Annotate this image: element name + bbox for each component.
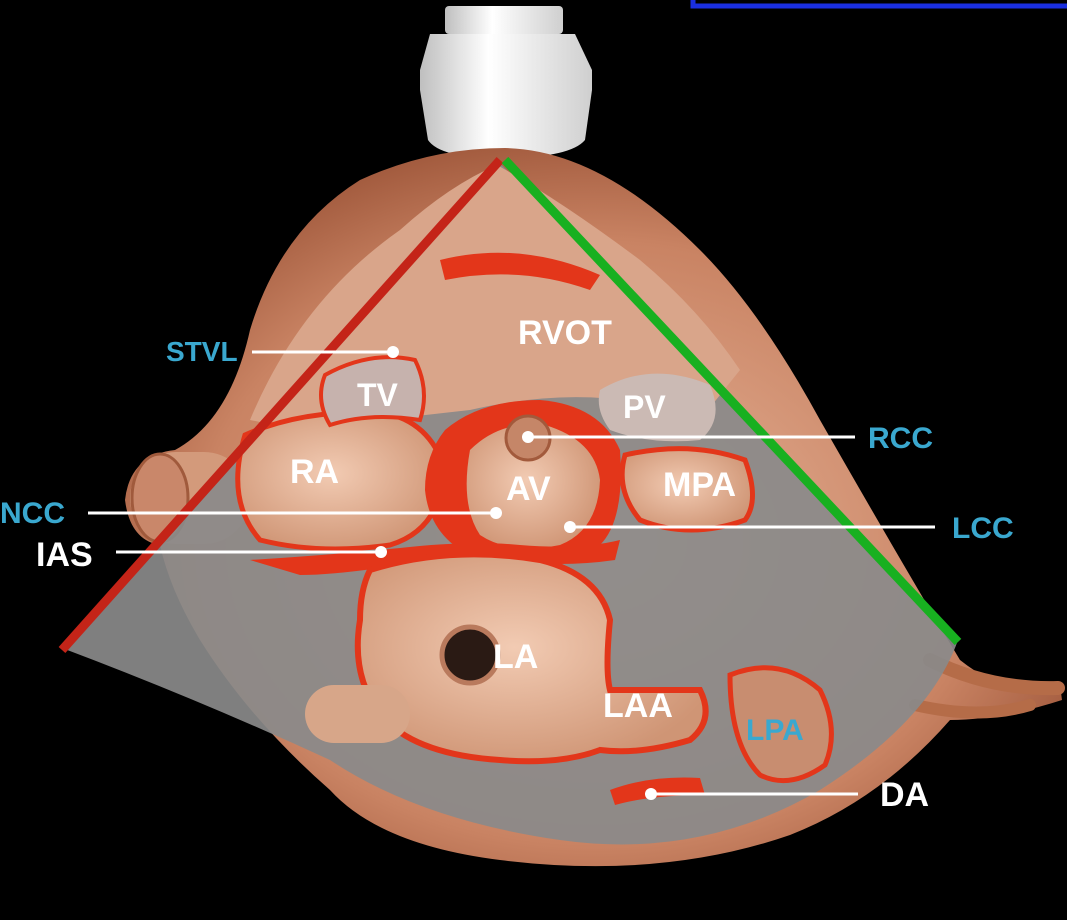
label-ncc: NCC [0, 497, 65, 530]
ncc-dot [490, 507, 502, 519]
ra-chamber [238, 412, 445, 549]
label-pv: PV [623, 389, 666, 425]
label-av: AV [506, 470, 551, 508]
label-ias: IAS [36, 536, 93, 574]
label-lpa: LPA [746, 714, 804, 747]
label-tv: TV [357, 377, 399, 413]
label-laa: LAA [603, 687, 673, 725]
label-rcc: RCC [868, 422, 933, 455]
ultrasound-probe-icon [420, 6, 592, 158]
label-stvl: STVL [166, 336, 238, 367]
ias-dot [375, 546, 387, 558]
pulmonary-vein-orifice [442, 627, 498, 683]
label-ra: RA [290, 453, 339, 491]
stvl-dot [387, 346, 399, 358]
frame-border [693, 0, 1067, 6]
label-mpa: MPA [663, 466, 736, 504]
pulmonary-vein [305, 685, 410, 743]
da-dot [645, 788, 657, 800]
label-la: LA [493, 638, 538, 676]
label-da: DA [880, 776, 929, 814]
rcc-dot [522, 431, 534, 443]
label-lcc: LCC [952, 512, 1014, 545]
lcc-dot [564, 521, 576, 533]
label-rvot: RVOT [518, 314, 612, 352]
